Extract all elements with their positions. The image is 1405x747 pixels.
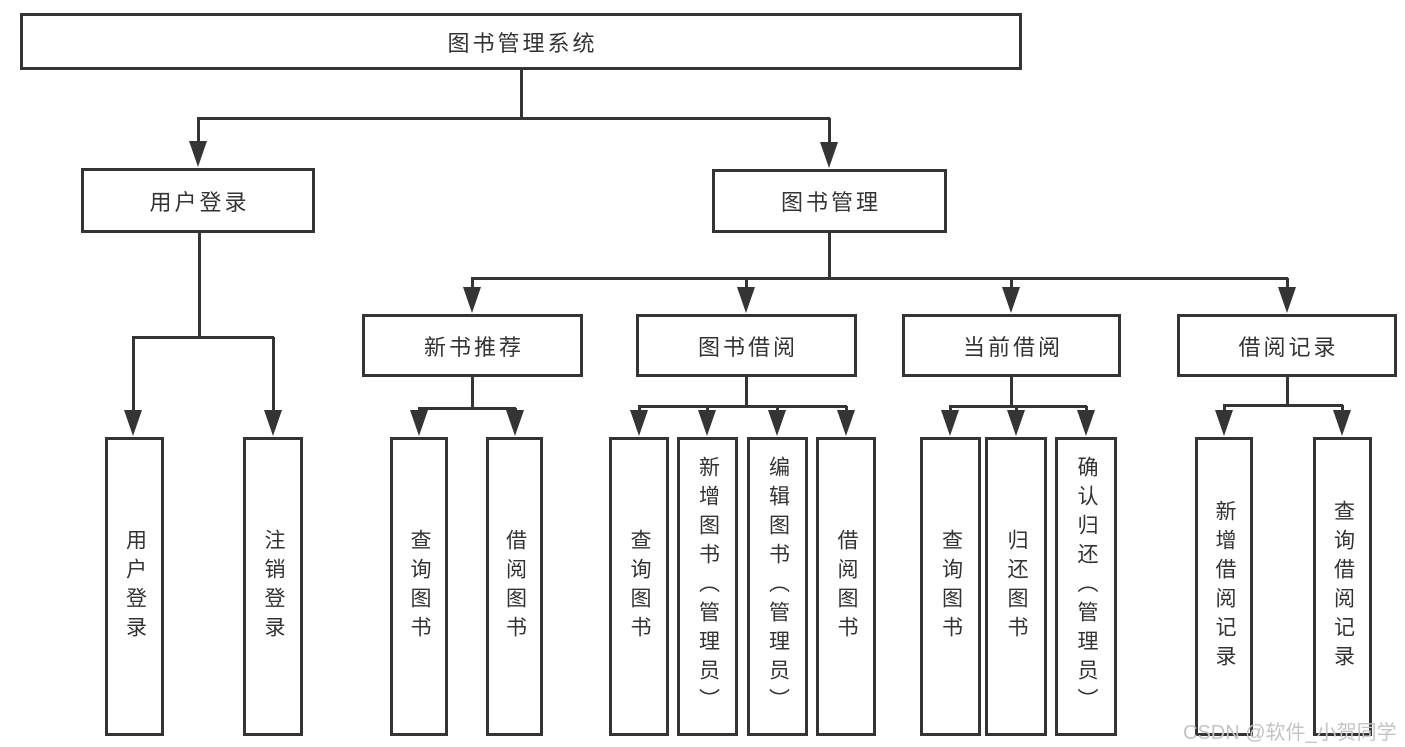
node-label-root: 图书管理系统 — [447, 30, 598, 56]
node-label-book-management: 图书管理 — [780, 190, 881, 215]
node-current-borrowing: 当前借阅 — [902, 314, 1121, 377]
connector-hline — [949, 405, 1087, 408]
node-label-leaf-query-books-current: 查询图书 — [939, 528, 963, 645]
node-label-leaf-user-login: 用户登录 — [123, 528, 147, 645]
node-label-leaf-add-books: 新增图书（管理员） — [696, 456, 720, 717]
node-label-leaf-add-borrow-record: 新增借阅记录 — [1213, 499, 1236, 674]
arrowhead-down-icon — [1007, 410, 1025, 436]
node-label-current-borrowing: 当前借阅 — [962, 334, 1063, 360]
node-leaf-return-books: 归还图书 — [985, 437, 1047, 736]
connector-arrow-line — [471, 278, 474, 293]
arrowhead-down-icon — [698, 410, 716, 436]
node-label-borrowing-records: 借阅记录 — [1238, 334, 1339, 360]
arrowhead-down-icon — [941, 410, 959, 436]
connector-arrow-line — [197, 118, 200, 147]
connector-hline — [197, 117, 830, 120]
node-book-borrowing: 图书借阅 — [636, 314, 857, 377]
arrowhead-down-icon — [189, 141, 207, 167]
connector-vline — [1286, 377, 1289, 405]
node-label-leaf-return-books: 归还图书 — [1005, 528, 1028, 645]
arrowhead-down-icon — [410, 410, 428, 436]
csdn-watermark: CSDN @软件_小贺同学 — [1183, 722, 1397, 744]
connector-vline — [745, 377, 748, 406]
node-label-new-book-recommend: 新书推荐 — [423, 334, 524, 360]
node-label-leaf-query-books-borrow: 查询图书 — [628, 528, 651, 645]
arrowhead-down-icon — [1215, 410, 1233, 436]
node-label-leaf-edit-books: 编辑图书（管理员） — [766, 456, 790, 717]
node-leaf-logout: 注销登录 — [243, 437, 303, 736]
connector-arrow-line — [1010, 278, 1013, 293]
node-label-leaf-confirm-return: 确认归还（管理员） — [1075, 456, 1098, 717]
node-leaf-confirm-return: 确认归还（管理员） — [1055, 437, 1117, 736]
node-leaf-query-books-current: 查询图书 — [920, 437, 981, 736]
node-label-book-borrowing: 图书借阅 — [697, 334, 798, 360]
connector-arrow-line — [272, 337, 275, 416]
node-leaf-query-borrow-record: 查询借阅记录 — [1313, 437, 1372, 736]
arrowhead-down-icon — [737, 287, 755, 313]
connector-vline — [471, 377, 474, 408]
node-leaf-edit-books: 编辑图书（管理员） — [747, 437, 808, 736]
arrowhead-down-icon — [264, 410, 282, 436]
arrowhead-down-icon — [837, 410, 855, 436]
connector-vline — [1010, 377, 1013, 406]
connector-arrow-line — [1286, 278, 1289, 293]
connector-hline — [471, 277, 1288, 280]
node-book-management: 图书管理 — [712, 169, 947, 233]
arrowhead-down-icon — [820, 142, 838, 168]
connector-hline — [418, 407, 516, 410]
connector-vline — [198, 232, 201, 337]
arrowhead-down-icon — [124, 410, 142, 436]
connector-hline — [1223, 404, 1343, 407]
arrowhead-down-icon — [1278, 287, 1296, 313]
arrowhead-down-icon — [768, 410, 786, 436]
connector-hline — [132, 336, 274, 339]
connector-arrow-line — [132, 337, 135, 416]
node-leaf-query-books-new: 查询图书 — [390, 437, 448, 736]
arrowhead-down-icon — [630, 410, 648, 436]
node-leaf-borrow-books: 借阅图书 — [816, 437, 876, 736]
node-new-book-recommend: 新书推荐 — [362, 314, 583, 377]
connector-hline — [638, 405, 847, 408]
connector-arrow-line — [745, 278, 748, 293]
node-root: 图书管理系统 — [20, 13, 1022, 70]
node-leaf-add-books: 新增图书（管理员） — [677, 437, 738, 736]
node-user-login: 用户登录 — [81, 168, 315, 233]
node-leaf-add-borrow-record: 新增借阅记录 — [1195, 437, 1253, 736]
arrowhead-down-icon — [506, 410, 524, 436]
arrowhead-down-icon — [1077, 410, 1095, 436]
node-leaf-user-login: 用户登录 — [105, 437, 164, 736]
arrowhead-down-icon — [1333, 410, 1351, 436]
connector-vline — [520, 69, 523, 118]
node-label-user-login: 用户登录 — [149, 189, 250, 215]
connector-arrow-line — [828, 118, 831, 148]
node-leaf-borrow-books-new: 借阅图书 — [486, 437, 543, 736]
node-label-leaf-query-borrow-record: 查询借阅记录 — [1331, 499, 1355, 674]
node-leaf-query-books-borrow: 查询图书 — [609, 437, 669, 736]
node-label-leaf-query-books-new: 查询图书 — [408, 528, 431, 645]
connector-vline — [828, 233, 831, 278]
node-label-leaf-borrow-books-new: 借阅图书 — [503, 528, 527, 645]
node-borrowing-records: 借阅记录 — [1177, 314, 1397, 377]
node-label-leaf-logout: 注销登录 — [262, 528, 285, 645]
arrowhead-down-icon — [1002, 287, 1020, 313]
node-label-leaf-borrow-books: 借阅图书 — [835, 528, 858, 645]
arrowhead-down-icon — [463, 287, 481, 313]
